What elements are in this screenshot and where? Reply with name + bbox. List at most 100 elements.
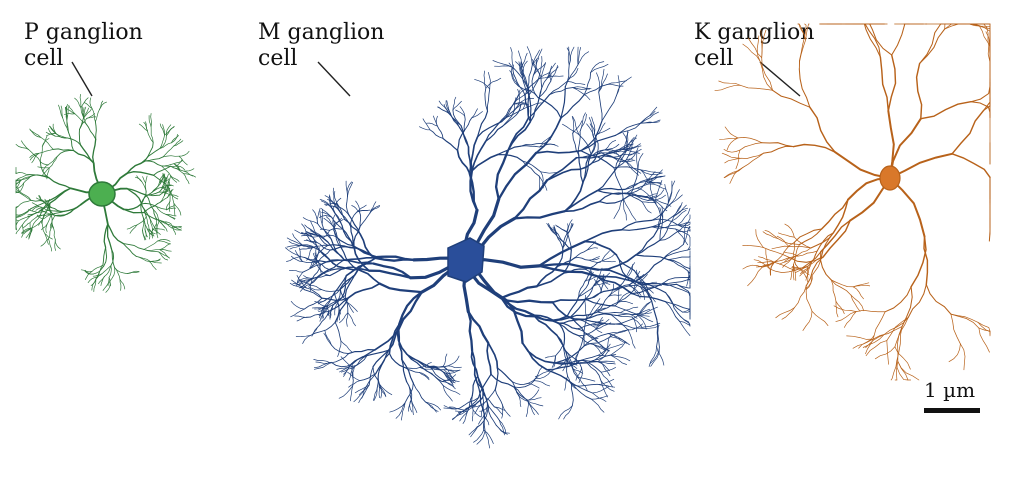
p-ganglion-cell-dendrite-branch bbox=[48, 223, 53, 240]
p-ganglion-cell-dendrite-branch bbox=[162, 145, 174, 158]
m-ganglion-cell-dendrite-branch bbox=[583, 228, 623, 243]
m-ganglion-cell-dendrite-branch bbox=[308, 277, 318, 287]
k-ganglion-cell-dendrite-branch bbox=[724, 157, 742, 164]
p-ganglion-cell-dendrite-branch bbox=[41, 223, 48, 231]
m-ganglion-cell-dendrite-branch bbox=[397, 290, 423, 331]
m-ganglion-cell-dendrite-branch bbox=[578, 285, 595, 298]
p-ganglion-cell-dendrite-branch bbox=[29, 152, 40, 161]
m-ganglion-cell-dendrite-branch bbox=[306, 287, 323, 299]
p-ganglion-cell-dendrite-branch bbox=[98, 276, 105, 285]
m-ganglion-cell-dendrite-branch bbox=[308, 286, 322, 291]
p-ganglion-cell-dendrite-branch bbox=[15, 179, 22, 182]
m-ganglion-cell-dendrite-branch bbox=[632, 314, 650, 317]
m-ganglion-cell-dendrite-branch bbox=[512, 89, 521, 105]
p-ganglion-cell-dendrite-branch bbox=[48, 209, 56, 216]
m-ganglion-cell-dendrite-branch bbox=[577, 376, 588, 391]
k-ganglion-cell-dendrite-branch bbox=[950, 313, 961, 345]
m-ganglion-cell-dendrite-branch bbox=[597, 349, 610, 363]
m-ganglion-cell-dendrite-branch bbox=[300, 278, 313, 288]
p-ganglion-cell-dendrite-branch bbox=[110, 248, 115, 267]
k-ganglion-cell-dendrite-branch bbox=[724, 126, 739, 139]
k-ganglion-cell-dendrite-branch bbox=[761, 142, 795, 148]
m-ganglion-cell-dendrite-branch bbox=[318, 249, 331, 262]
k-ganglion-cell-dendrite-branch bbox=[862, 334, 885, 348]
p-ganglion-cell-dendrite-branch bbox=[15, 144, 30, 150]
k-ganglion-cell-dendrite-branch bbox=[793, 228, 823, 243]
k-ganglion-cell-dendrite-branch bbox=[737, 137, 763, 144]
p-ganglion-cell-dendrite-branch bbox=[29, 214, 41, 224]
k-ganglion-cell-dendrite-branch bbox=[798, 68, 811, 108]
m-ganglion-cell-dendrite-branch bbox=[637, 306, 658, 316]
k-ganglion-cell-dendrite-branch bbox=[800, 266, 811, 274]
k-ganglion-cell-dendrite-branch bbox=[864, 23, 881, 58]
m-ganglion-cell-dendrite-branch bbox=[301, 260, 321, 263]
m-ganglion-cell-dendrite-branch bbox=[596, 311, 621, 314]
m-ganglion-cell-dendrite-branch bbox=[296, 271, 304, 286]
p-ganglion-cell-dendrite-branch bbox=[20, 182, 25, 192]
m-ganglion-cell-dendrite-branch bbox=[346, 181, 352, 197]
p-ganglion-cell-dendrite-branch bbox=[74, 97, 82, 109]
m-ganglion-cell-dendrite-branch bbox=[321, 289, 341, 292]
m-ganglion-cell-dendrite-branch bbox=[618, 143, 632, 150]
m-ganglion-cell-dendrite-branch bbox=[572, 86, 592, 89]
m-ganglion-cell-dendrite-branch bbox=[321, 208, 324, 225]
m-ganglion-cell-dendrite-branch bbox=[351, 349, 376, 365]
m-ganglion-cell-dendrite-branch bbox=[506, 117, 530, 153]
m-ganglion-cell-dendrite-branch bbox=[388, 352, 406, 369]
k-ganglion-cell-dendrite-branch bbox=[890, 360, 898, 381]
m-ganglion-cell-dendrite-branch bbox=[445, 369, 461, 374]
p-ganglion-cell-dendrite-branch bbox=[151, 186, 163, 193]
m-ganglion-cell-dendrite-branch bbox=[643, 196, 657, 205]
k-label-leader-line bbox=[759, 61, 801, 97]
m-ganglion-cell-dendrite-branch bbox=[586, 240, 596, 251]
k-ganglion-cell-dendrite-branch bbox=[874, 346, 896, 360]
m-ganglion-cell-dendrite-branch bbox=[551, 301, 585, 321]
m-ganglion-cell-dendrite-branch bbox=[539, 55, 543, 76]
p-ganglion-cell-dendrite-branch bbox=[81, 106, 84, 118]
m-ganglion-cell-dendrite-branch bbox=[598, 195, 630, 204]
k-ganglion-cell-dendrite-branch bbox=[983, 23, 990, 47]
m-ganglion-cell-dendrite-branch bbox=[600, 152, 620, 162]
p-ganglion-cell-dendrite-branch bbox=[164, 186, 167, 196]
k-ganglion-cell-dendrite-branch bbox=[763, 145, 795, 154]
m-ganglion-cell-dendrite-branch bbox=[459, 106, 466, 117]
m-ganglion-cell-dendrite-branch bbox=[447, 365, 462, 368]
k-ganglion-cell-dendrite-branch bbox=[795, 264, 810, 276]
m-ganglion-cell-dendrite-branch bbox=[622, 132, 628, 150]
m-ganglion-cell-dendrite-branch bbox=[494, 150, 509, 201]
m-ganglion-cell-dendrite-branch bbox=[558, 323, 580, 337]
p-ganglion-cell-dendrite-branch bbox=[58, 104, 63, 119]
p-label-leader-line bbox=[71, 61, 93, 97]
m-ganglion-cell-dendrite-branch bbox=[572, 383, 598, 387]
k-ganglion-cell-dendrite-branch bbox=[925, 284, 952, 315]
m-ganglion-cell-dendrite-branch bbox=[443, 369, 459, 372]
p-ganglion-cell-dendrite-branch bbox=[86, 113, 95, 119]
m-ganglion-cell-dendrite-branch bbox=[309, 260, 319, 269]
m-ganglion-cell-dendrite-branch bbox=[476, 110, 489, 138]
k-ganglion-cell-dendrite-branch bbox=[843, 311, 857, 328]
m-ganglion-cell-dendrite-branch bbox=[585, 290, 602, 300]
k-ganglion-cell-dendrite-branch bbox=[944, 23, 974, 30]
k-ganglion-cell-dendrite-branch bbox=[805, 274, 813, 291]
m-ganglion-cell-dendrite-branch bbox=[600, 367, 616, 373]
p-ganglion-cell-dendrite-branch bbox=[171, 227, 182, 231]
p-ganglion-cell-dendrite-branch bbox=[183, 168, 195, 172]
m-ganglion-cell-dendrite-branch bbox=[572, 368, 580, 379]
m-ganglion-cell-dendrite-branch bbox=[525, 399, 529, 417]
k-ganglion-cell-dendrite-branch bbox=[759, 60, 773, 91]
m-ganglion-cell-dendrite-branch bbox=[327, 199, 337, 208]
k-ganglion-cell-dendrite-branch bbox=[788, 245, 812, 249]
m-ganglion-cell-dendrite-branch bbox=[640, 169, 662, 173]
m-ganglion-cell-dendrite-branch bbox=[515, 104, 522, 116]
p-ganglion-cell-dendrite-branch bbox=[64, 107, 68, 119]
m-ganglion-cell-dendrite-branch bbox=[334, 203, 350, 216]
m-ganglion-cell-dendrite-branch bbox=[634, 281, 667, 294]
p-ganglion-cell-dendrite-branch bbox=[107, 223, 124, 245]
k-ganglion-cell-dendrite-branch bbox=[747, 266, 763, 287]
m-ganglion-cell-dendrite-branch bbox=[492, 60, 514, 69]
m-ganglion-cell-dendrite-branch bbox=[484, 430, 491, 449]
m-ganglion-cell-dendrite-branch bbox=[467, 146, 472, 175]
m-ganglion-cell-dendrite-branch bbox=[295, 279, 310, 286]
m-ganglion-cell-dendrite-branch bbox=[315, 262, 331, 277]
m-ganglion-cell-dendrite-branch bbox=[318, 304, 328, 313]
